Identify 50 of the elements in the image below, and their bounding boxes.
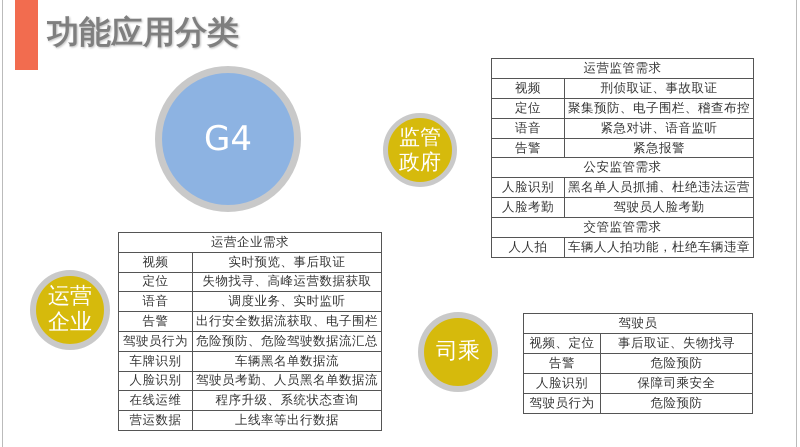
feature-name: 告警 [492, 138, 564, 158]
feature-name: 营运数据 [118, 410, 192, 430]
circle-label: 运营企业 [46, 284, 93, 336]
feature-description: 驾驶员人脸考勤 [564, 198, 754, 218]
feature-description: 聚集预防、电子围栏、稽查布控 [564, 98, 754, 118]
feature-name: 人人拍 [492, 238, 564, 258]
feature-description: 实时预览、事后取证 [192, 252, 382, 272]
table-header: 交管监管需求 [492, 218, 754, 238]
feature-name: 视频 [118, 252, 192, 272]
feature-name: 告警 [524, 354, 600, 374]
feature-name: 定位 [492, 98, 564, 118]
circle-label: 司乘 [436, 338, 480, 366]
feature-description: 紧急报警 [564, 138, 754, 158]
feature-name: 在线运维 [118, 390, 192, 411]
feature-name: 人脸识别 [118, 371, 192, 391]
feature-name: 人脸识别 [492, 178, 564, 198]
circle-label: G4 [204, 118, 252, 160]
table-header: 驾驶员 [524, 314, 752, 334]
feature-description: 危险预防 [600, 354, 752, 374]
feature-description: 刑侦取证、事故取证 [564, 78, 754, 98]
feature-name: 车牌识别 [118, 351, 192, 372]
feature-name: 人脸考勤 [492, 198, 564, 218]
feature-description: 保障司乘安全 [600, 374, 752, 394]
feature-name: 人脸识别 [524, 374, 600, 394]
table-header: 运营监管需求 [492, 58, 754, 78]
circle-label: 监管政府 [398, 124, 442, 176]
feature-name: 语音 [118, 292, 192, 312]
feature-description: 危险预防 [600, 394, 752, 414]
feature-description: 黑名单人员抓捕、杜绝违法运营 [564, 178, 754, 198]
feature-name: 定位 [118, 272, 192, 292]
feature-description: 调度业务、实时监听 [192, 292, 382, 312]
table-header: 公安监管需求 [492, 158, 754, 178]
feature-description: 事后取证、失物找寻 [600, 334, 752, 354]
feature-name: 视频、定位 [524, 334, 600, 354]
feature-description: 车辆人人拍功能，杜绝车辆违章 [564, 238, 754, 258]
table-header: 运营企业需求 [118, 232, 382, 252]
feature-name: 视频 [492, 78, 564, 98]
feature-description: 车辆黑名单数据流 [192, 351, 382, 372]
feature-description: 紧急对讲、语音监听 [564, 118, 754, 138]
feature-description: 驾驶员考勤、人员黑名单数据流 [192, 371, 382, 391]
feature-description: 危险预防、危险驾驶数据流汇总 [192, 331, 382, 352]
feature-name: 驾驶员行为 [118, 331, 192, 352]
feature-description: 上线率等出行数据 [192, 410, 382, 430]
feature-description: 失物找寻、高峰运营数据获取 [192, 272, 382, 292]
page-title: 功能应用分类 [47, 12, 239, 52]
feature-description: 程序升级、系统状态查询 [192, 390, 382, 411]
feature-name: 驾驶员行为 [524, 394, 600, 414]
feature-name: 告警 [118, 312, 192, 332]
feature-name: 语音 [492, 118, 564, 138]
feature-description: 出行安全数据流获取、电子围栏 [192, 312, 382, 332]
